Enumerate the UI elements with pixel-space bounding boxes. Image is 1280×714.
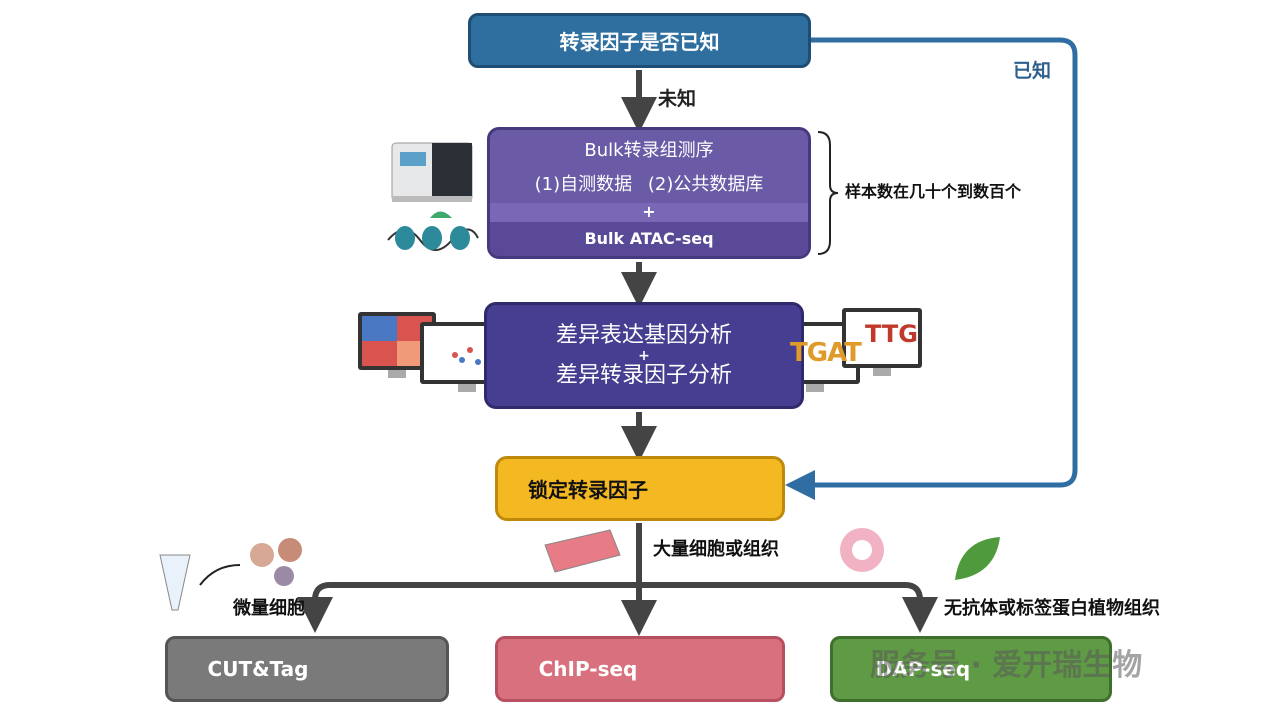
unknown-label: 未知: [658, 88, 697, 110]
watermark: 服务号 · 爱开瑞生物: [870, 648, 1143, 683]
dap-seq-label: DAP-seq: [875, 657, 971, 681]
branch-label-left: 微量细胞: [233, 598, 305, 619]
bulk-rnaseq-box: Bulk转录组测序 (1)自测数据 (2)公共数据库 + Bulk ATAC-s…: [487, 127, 811, 259]
nucleosome-icon: [387, 211, 479, 251]
cells-icon: [250, 538, 302, 586]
cut-tag-label: CUT&Tag: [207, 657, 309, 681]
bulk-atac-label: Bulk ATAC-seq: [490, 222, 808, 256]
tube-icon: [159, 554, 241, 611]
branch-label-right: 无抗体或标签蛋白植物组织: [944, 598, 1160, 619]
flask-icon: [544, 529, 621, 573]
known-loop-arrow: [785, 37, 1078, 500]
tissue-icon: [840, 528, 884, 572]
diff-plus: +: [638, 347, 650, 364]
motif-logo-1: TGAT: [790, 338, 862, 368]
sample-brace: [817, 131, 839, 255]
sequencer-icon: [391, 142, 473, 202]
bulk-plus: +: [642, 202, 656, 221]
sample-count-note: 样本数在几十个到数百个: [845, 182, 1022, 201]
bulk-title: Bulk转录组测序: [584, 140, 714, 161]
branch-label-center: 大量细胞或组织: [653, 539, 779, 560]
motif-logo-2: TTG: [865, 320, 918, 348]
differential-analysis-box: 差异表达基因分析 + 差异转录因子分析: [484, 302, 804, 409]
cut-tag-box: CUT&Tag: [165, 636, 449, 702]
chip-seq-box: ChIP-seq: [495, 636, 785, 702]
branch-left-arrow: [297, 523, 642, 633]
dap-seq-box: DAP-seq: [830, 636, 1112, 702]
diff-line1: 差异表达基因分析: [555, 322, 732, 348]
branch-right-arrow: [639, 582, 938, 633]
tf-known-question-box: 转录因子是否已知: [468, 13, 811, 68]
lock-tf-box: 锁定转录因子: [495, 456, 785, 521]
leaf-icon: [955, 537, 1000, 580]
motif-monitor-icon-2: [842, 308, 922, 376]
known-label: 已知: [1013, 60, 1052, 82]
bulk-options: (1)自测数据 (2)公共数据库: [534, 174, 764, 195]
diff-line2: 差异转录因子分析: [555, 362, 732, 388]
chip-seq-label: ChIP-seq: [538, 657, 638, 681]
